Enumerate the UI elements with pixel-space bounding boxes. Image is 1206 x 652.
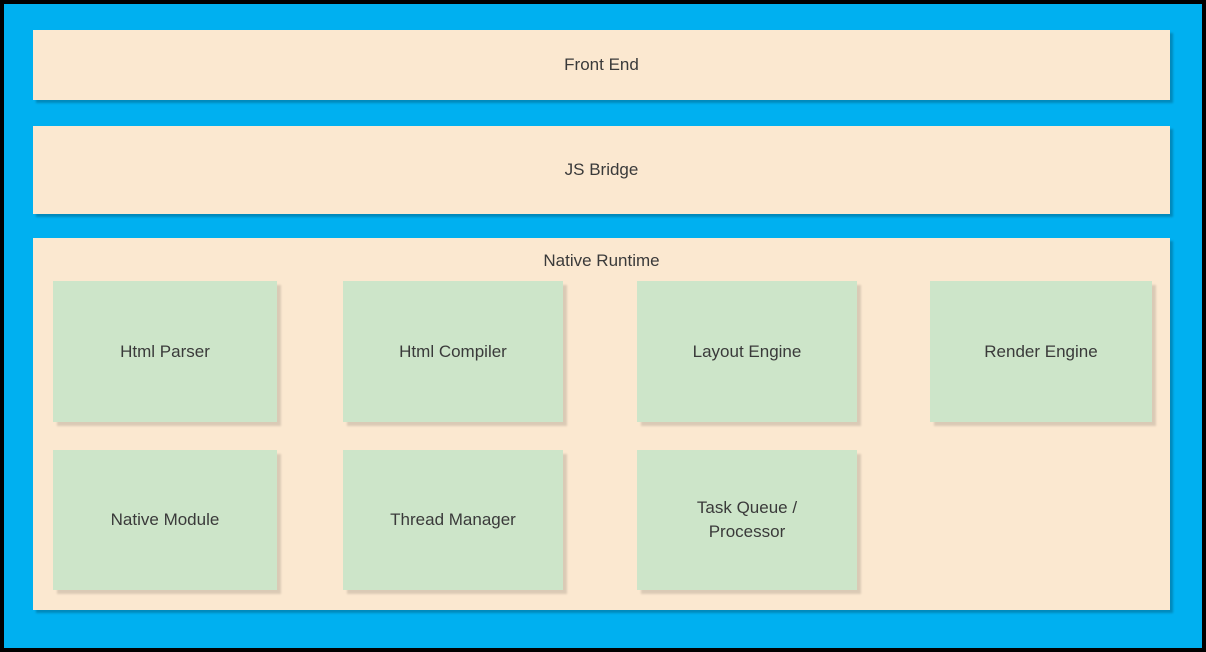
js-bridge-layer: JS Bridge	[33, 126, 1170, 214]
js-bridge-label: JS Bridge	[564, 160, 639, 179]
component-box-layout-engine: Layout Engine	[637, 281, 857, 422]
render-engine-label: Render Engine	[984, 341, 1098, 361]
front-end-label: Front End	[564, 55, 639, 74]
task-queue-processor-label: Task Queue / Processor	[696, 498, 798, 541]
html-compiler-label: Html Compiler	[399, 341, 507, 361]
native-runtime-title: Native Runtime	[543, 251, 660, 270]
front-end-layer: Front End	[33, 30, 1170, 100]
component-box-html-compiler: Html Compiler	[343, 281, 563, 422]
component-box-render-engine: Render Engine	[930, 281, 1152, 422]
component-box-task-queue-processor: Task Queue / Processor	[637, 450, 857, 590]
component-box-html-parser: Html Parser	[53, 281, 277, 422]
component-box-thread-manager: Thread Manager	[343, 450, 563, 590]
layout-engine-label: Layout Engine	[692, 341, 802, 361]
html-parser-label: Html Parser	[120, 341, 210, 361]
component-box-native-module: Native Module	[53, 450, 277, 590]
thread-manager-label: Thread Manager	[390, 510, 516, 529]
native-runtime-container: Native Runtime Html Parser Html Compiler…	[33, 238, 1170, 610]
native-module-label: Native Module	[110, 510, 220, 529]
